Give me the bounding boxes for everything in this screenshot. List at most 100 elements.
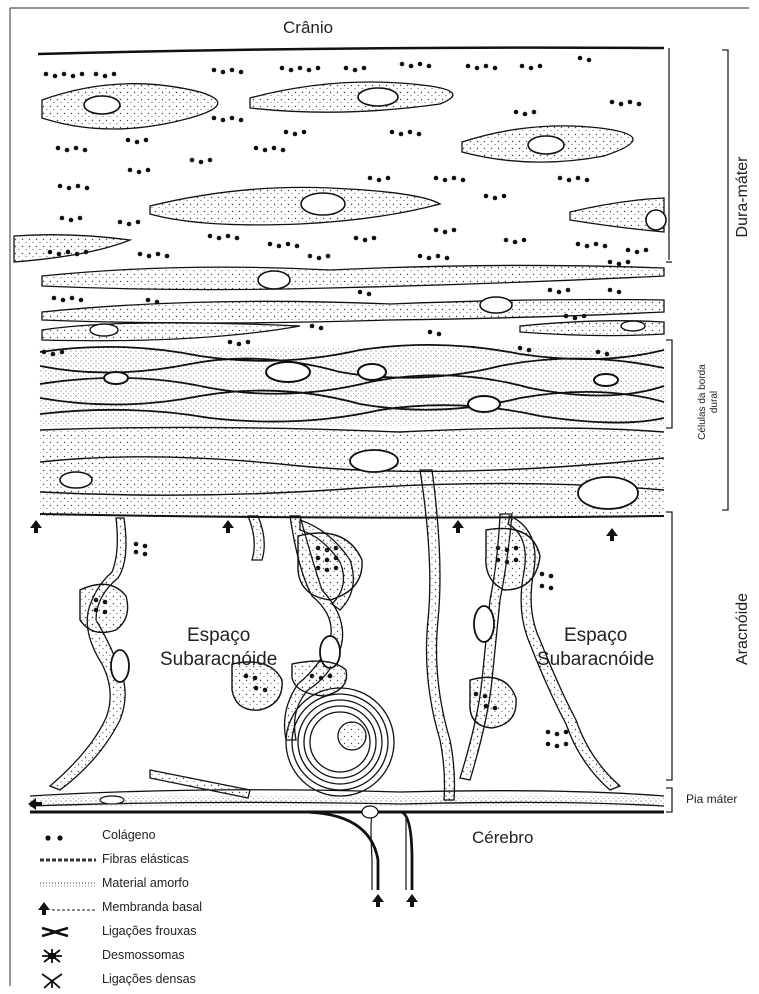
dense-junction-icon xyxy=(38,970,98,990)
collagen-dot xyxy=(226,234,231,239)
collagen-dot xyxy=(53,74,58,79)
collagen-dot xyxy=(626,248,631,253)
collagen-dot xyxy=(558,176,563,181)
collagen-dot xyxy=(208,234,213,239)
collagen-dot xyxy=(603,244,608,249)
collagen-dot xyxy=(144,138,149,143)
concentric-body xyxy=(286,688,394,796)
collagen-dot xyxy=(156,252,161,257)
dural-border-cells xyxy=(40,345,666,426)
collagen-dot xyxy=(76,184,81,189)
collagen-dot xyxy=(138,252,143,257)
collagen-dot xyxy=(286,242,291,247)
collagen-dot xyxy=(529,66,534,71)
collagen-dot xyxy=(484,64,489,69)
collagen-dot xyxy=(137,170,142,175)
collagen-dot xyxy=(564,742,569,747)
collagen-dot xyxy=(540,584,545,589)
dural-border-cells-label: Células da borda dural xyxy=(697,347,721,457)
collagen-dot xyxy=(67,186,72,191)
aracnoide-label: Aracnóide xyxy=(734,583,752,675)
collagen-dot xyxy=(134,550,139,555)
collagen-dot xyxy=(136,220,141,225)
collagen-dot xyxy=(75,252,80,257)
collagen-dot xyxy=(310,324,315,329)
legend-label: Ligações densas xyxy=(102,972,196,986)
collagen-dot xyxy=(208,158,213,163)
collagen-dot xyxy=(437,332,442,337)
collagen-dot xyxy=(504,238,509,243)
dural-border-cells-label-line1: Células da borda xyxy=(697,347,709,457)
collagen-dot xyxy=(427,256,432,261)
collagen-dot xyxy=(319,326,324,331)
brain-surface-fold xyxy=(300,812,412,890)
collagen-dot xyxy=(549,574,554,579)
collagen-dot xyxy=(367,292,372,297)
collagen-dot xyxy=(628,100,633,105)
subarachnoid-label-right-line1: Espaço xyxy=(537,624,654,648)
collagen-dot xyxy=(112,72,117,77)
collagen-dot xyxy=(147,254,152,259)
dural-border-cells-label-line2: dural xyxy=(709,347,721,457)
collagen-dot xyxy=(555,732,560,737)
collagen-dot xyxy=(555,744,560,749)
collagen-dot xyxy=(408,130,413,135)
collagen-dot xyxy=(400,62,405,67)
collagen-dot xyxy=(409,64,414,69)
subarachnoid-space-label-left: Espaço Subaracnóide xyxy=(160,624,277,672)
collagen-dot xyxy=(466,64,471,69)
basal-membrane-icon xyxy=(38,898,98,918)
collagen-dot xyxy=(549,586,554,591)
collagen-dot xyxy=(146,168,151,173)
collagen-dot xyxy=(377,178,382,183)
collagen-dot xyxy=(246,340,251,345)
collagen-dot xyxy=(78,216,83,221)
collagen-dot xyxy=(221,118,226,123)
collagen-dot xyxy=(445,256,450,261)
collagen-dot xyxy=(281,148,286,153)
collagen-dot xyxy=(585,244,590,249)
collagen-dot xyxy=(417,132,422,137)
collagen-dot xyxy=(452,176,457,181)
collagen-dot xyxy=(436,254,441,259)
collagen-dot xyxy=(61,298,66,303)
collagen-dot xyxy=(52,296,57,301)
collagen-dot xyxy=(520,64,525,69)
collagen-dot xyxy=(538,64,543,69)
collagen-dot xyxy=(230,116,235,121)
collagen-dot xyxy=(564,730,569,735)
collagen-dot xyxy=(608,260,613,265)
collagen-dot xyxy=(443,178,448,183)
cerebro-label: Cérebro xyxy=(472,828,533,848)
collagen-dot xyxy=(212,68,217,73)
collagen-dot xyxy=(239,70,244,75)
amorphous-material-icon xyxy=(38,874,98,894)
legend-label: Material amorfo xyxy=(102,876,189,890)
collagen-dot xyxy=(146,298,151,303)
collagen-dot xyxy=(293,132,298,137)
collagen-dot xyxy=(434,228,439,233)
collagen-dot xyxy=(418,254,423,259)
collagen-dot xyxy=(237,342,242,347)
collagen-dot xyxy=(428,330,433,335)
collagen-dot xyxy=(443,230,448,235)
collagen-dot xyxy=(94,72,99,77)
collagen-dot xyxy=(523,112,528,117)
collagen-dot xyxy=(608,288,613,293)
subarachnoid-label-left-line2: Subaracnóide xyxy=(160,648,277,672)
collagen-dot xyxy=(280,66,285,71)
subarachnoid-space-label-right: Espaço Subaracnóide xyxy=(537,624,654,672)
collagen-dot xyxy=(617,262,622,267)
collagen-dot xyxy=(56,146,61,151)
collagen-dot xyxy=(452,228,457,233)
collagen-dot xyxy=(576,242,581,247)
collagen-dot xyxy=(239,118,244,123)
collagen-dot xyxy=(363,238,368,243)
collagen-dot xyxy=(134,542,139,547)
collagen-dot xyxy=(65,148,70,153)
collagen-dot xyxy=(284,130,289,135)
collagen-dot xyxy=(103,74,108,79)
collagen-dot xyxy=(434,176,439,181)
collagen-dot xyxy=(475,66,480,71)
